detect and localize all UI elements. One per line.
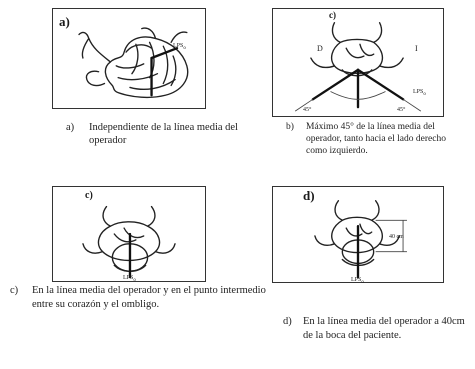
figure-panel-b: c) D I LPSo 45° 45° (272, 8, 444, 117)
lps-subscript: o (133, 278, 136, 284)
caption-text: Máximo 45° de la línea media del operado… (306, 122, 446, 156)
lps-label: LPSo (123, 275, 136, 283)
lps-label: LPSo (173, 43, 186, 51)
operator-hands-illustration-d (314, 200, 407, 279)
distance-label: 40 cm (389, 234, 404, 240)
panel-label: d) (303, 188, 315, 203)
caption-b: b) Máximo 45° de la línea media del oper… (286, 121, 466, 187)
caption-text: Independiente de la línea media del oper… (89, 122, 238, 146)
operator-hands-illustration-a (78, 27, 189, 99)
lps-subscript: o (361, 280, 364, 286)
caption-text: En la línea media del operador y en el p… (32, 285, 266, 310)
lps-subscript: o (183, 46, 186, 52)
operator-hands-illustration-c (82, 205, 176, 279)
figure-panel-a: a) LPSo (52, 8, 206, 109)
angle-label-left: 45° (303, 107, 312, 113)
side-mark-left: I (415, 44, 418, 53)
pointer-line (150, 47, 179, 60)
lps-text: LPS (173, 43, 184, 49)
lps-label: LPSo (351, 277, 364, 285)
lps-text: LPS (351, 277, 362, 283)
figure-panel-d: d) 40 cm LPSo (272, 186, 444, 285)
operator-hands-illustration-b (294, 22, 422, 112)
lps-text: LPS (123, 275, 134, 281)
side-mark-right: D (317, 44, 323, 53)
panel-label: c) (329, 10, 336, 20)
angle-label-right: 45° (397, 107, 406, 113)
caption-mark: d) (283, 316, 292, 327)
caption-text: En la línea media del operador a 40cm de… (303, 316, 465, 341)
angle-line-left (311, 68, 360, 101)
panel-label: a) (59, 14, 70, 29)
figure-panel-c: c) LPSo (52, 186, 206, 283)
caption-mark: a) (66, 122, 75, 133)
lps-label: LPSo (413, 89, 426, 97)
angle-line-right (356, 68, 405, 101)
panel-label: c) (85, 190, 93, 201)
lps-text: LPS (413, 89, 424, 95)
lps-subscript: o (423, 92, 426, 98)
caption-mark: b) (286, 122, 294, 132)
caption-mark: c) (10, 285, 19, 296)
